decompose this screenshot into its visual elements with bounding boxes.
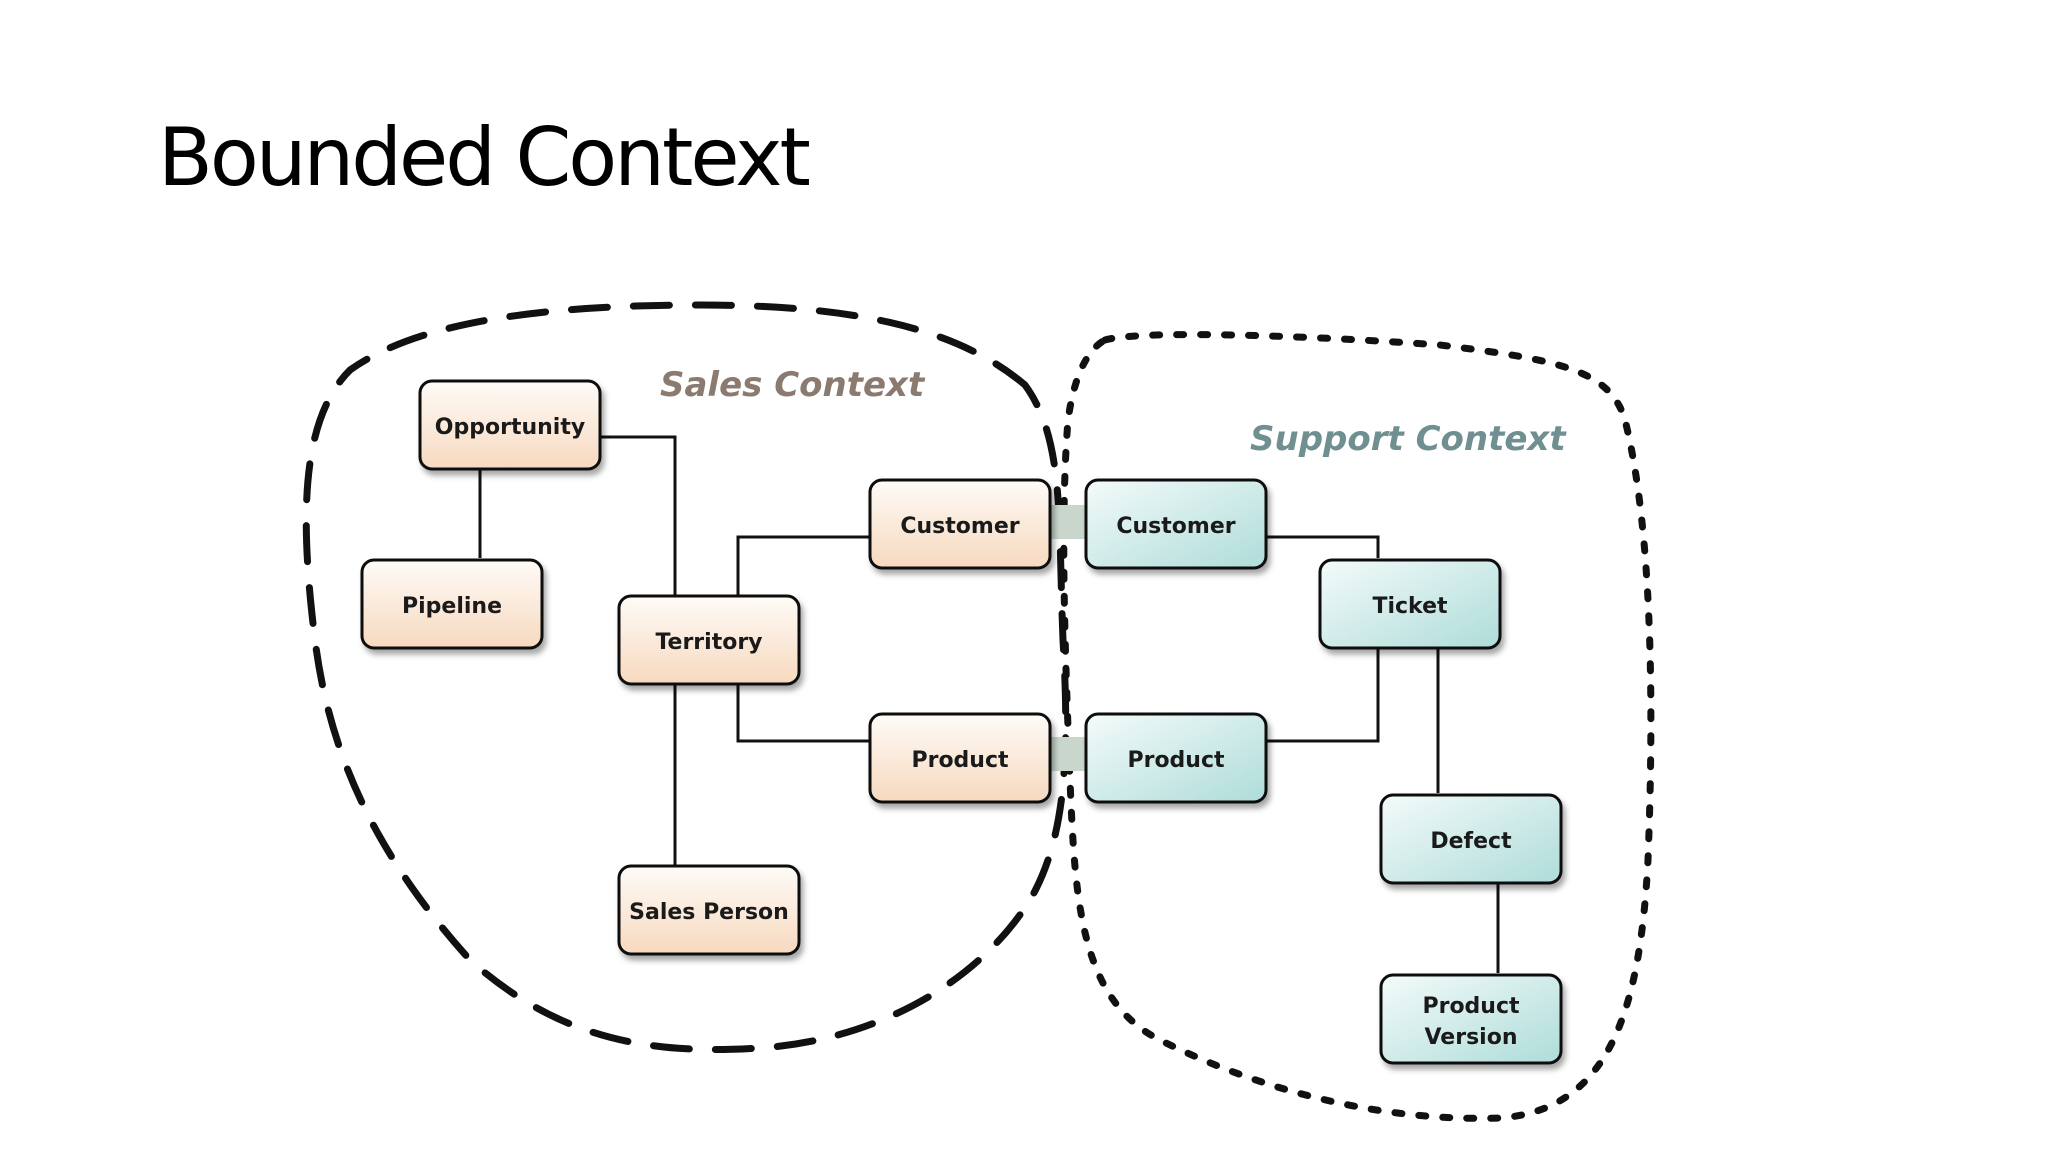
entity-sales-customer-label: Customer bbox=[900, 514, 1019, 539]
entity-defect-box bbox=[1379, 793, 1563, 885]
territory-product-link bbox=[736, 684, 870, 743]
entity-support-product-box bbox=[1084, 712, 1268, 804]
entity-ticket: Ticket bbox=[1318, 558, 1502, 650]
entity-product-version: Product Version bbox=[1379, 973, 1563, 1065]
entity-territory: Territory bbox=[617, 594, 801, 686]
entity-product-version-box bbox=[1379, 973, 1563, 1065]
entity-defect: Defect bbox=[1379, 793, 1563, 885]
entity-sales-customer-box bbox=[868, 478, 1052, 570]
entity-sales-product-box bbox=[868, 712, 1052, 804]
slide-title: Bounded Context bbox=[158, 111, 811, 204]
entity-sales-product: Product bbox=[868, 712, 1052, 804]
entity-pipeline-label: Pipeline bbox=[402, 594, 502, 619]
entity-product-version-label-line-2: Version bbox=[1424, 1025, 1517, 1050]
customer-ticket-link bbox=[1264, 535, 1380, 558]
entity-defect-label: Defect bbox=[1430, 829, 1512, 854]
entity-support-customer: Customer bbox=[1084, 478, 1268, 570]
entity-support-customer-label: Customer bbox=[1116, 514, 1235, 539]
territory-customer-link bbox=[736, 535, 870, 595]
connectors bbox=[478, 435, 1500, 973]
product-ticket-link bbox=[1264, 648, 1380, 743]
entity-support-product-label: Product bbox=[1127, 748, 1225, 773]
customer-bridge bbox=[1049, 505, 1085, 539]
entity-territory-box bbox=[617, 594, 801, 686]
support-context-label: Support Context bbox=[1250, 419, 1567, 459]
entity-sales-person: Sales Person bbox=[617, 864, 801, 956]
entity-territory-label: Territory bbox=[655, 630, 762, 655]
entity-sales-product-label: Product bbox=[911, 748, 1009, 773]
entity-sales-person-label: Sales Person bbox=[629, 900, 789, 925]
entity-ticket-label: Ticket bbox=[1372, 594, 1448, 619]
entity-opportunity: Opportunity bbox=[418, 379, 602, 471]
entity-product-version-label-line-1: Product bbox=[1422, 994, 1520, 1019]
product-bridge bbox=[1049, 737, 1085, 771]
opportunity-territory-link bbox=[598, 435, 677, 595]
entity-opportunity-box bbox=[418, 379, 602, 471]
support-context-boundary bbox=[1060, 331, 1655, 1122]
sales-context-boundary bbox=[302, 301, 1070, 1053]
entity-pipeline: Pipeline bbox=[360, 558, 544, 650]
entity-ticket-box bbox=[1318, 558, 1502, 650]
entity-support-product: Product bbox=[1084, 712, 1268, 804]
entity-sales-person-box bbox=[617, 864, 801, 956]
entity-opportunity-label: Opportunity bbox=[435, 415, 585, 440]
sales-context-label: Sales Context bbox=[660, 365, 926, 405]
entity-support-customer-box bbox=[1084, 478, 1268, 570]
entity-pipeline-box bbox=[360, 558, 544, 650]
entity-sales-customer: Customer bbox=[868, 478, 1052, 570]
